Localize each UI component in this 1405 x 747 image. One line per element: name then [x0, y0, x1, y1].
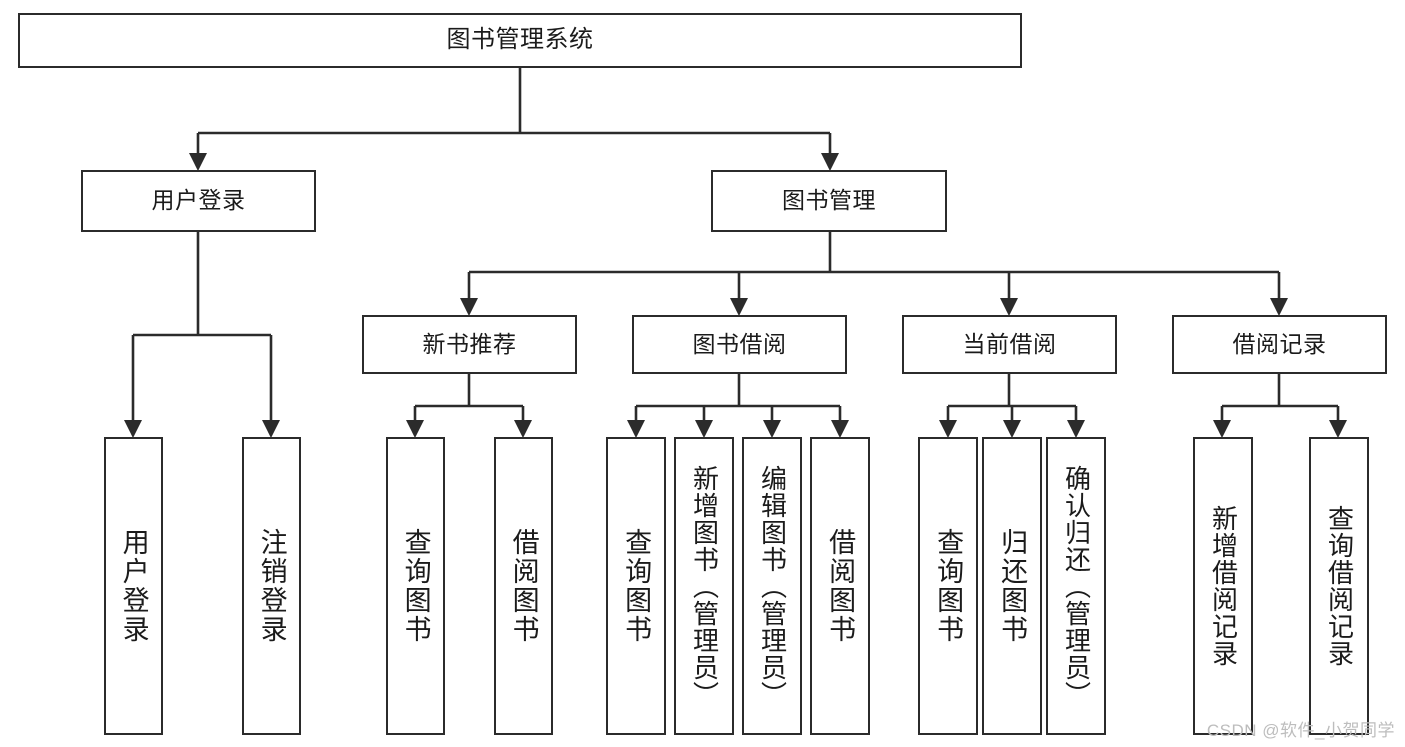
node-book-borrow-label: 图书借阅: [692, 330, 787, 357]
node-leaf-edit-book-label: 编辑图书（管理员）: [757, 464, 788, 708]
node-leaf-query-book-3[interactable]: 查询图书: [918, 437, 978, 735]
node-leaf-query-record-label: 查询借阅记录: [1324, 505, 1355, 667]
node-leaf-query-book-1[interactable]: 查询图书: [386, 437, 445, 735]
node-leaf-borrow-book-1[interactable]: 借阅图书: [494, 437, 553, 735]
node-root-label: 图书管理系统: [446, 26, 594, 54]
node-leaf-return-book[interactable]: 归还图书: [982, 437, 1042, 735]
node-current-borrow-label: 当前借阅: [962, 330, 1057, 357]
node-leaf-edit-book[interactable]: 编辑图书（管理员）: [742, 437, 802, 735]
node-new-book-recommend[interactable]: 新书推荐: [362, 315, 577, 374]
node-leaf-user-login-label: 用户登录: [118, 528, 149, 644]
node-book-manage[interactable]: 图书管理: [711, 170, 947, 232]
node-leaf-add-record[interactable]: 新增借阅记录: [1193, 437, 1253, 735]
node-borrow-record[interactable]: 借阅记录: [1172, 315, 1387, 374]
node-leaf-query-book-2-label: 查询图书: [621, 528, 652, 644]
node-root[interactable]: 图书管理系统: [18, 13, 1022, 68]
watermark-text: CSDN @软件_小贺同学: [1206, 721, 1395, 740]
node-user-login[interactable]: 用户登录: [81, 170, 316, 232]
node-leaf-borrow-book-2-label: 借阅图书: [825, 528, 856, 644]
node-leaf-add-record-label: 新增借阅记录: [1208, 505, 1239, 667]
node-leaf-confirm-return-label: 确认归还（管理员）: [1061, 464, 1092, 708]
node-leaf-query-book-3-label: 查询图书: [933, 528, 964, 644]
node-leaf-add-book-label: 新增图书（管理员）: [689, 464, 720, 708]
node-leaf-confirm-return[interactable]: 确认归还（管理员）: [1046, 437, 1106, 735]
node-leaf-return-book-label: 归还图书: [997, 528, 1028, 644]
node-leaf-user-login[interactable]: 用户登录: [104, 437, 163, 735]
node-current-borrow[interactable]: 当前借阅: [902, 315, 1117, 374]
node-leaf-add-book[interactable]: 新增图书（管理员）: [674, 437, 734, 735]
node-book-manage-label: 图书管理: [782, 187, 876, 214]
node-user-login-label: 用户登录: [151, 187, 246, 214]
node-leaf-query-book-1-label: 查询图书: [400, 528, 431, 644]
node-leaf-borrow-book-2[interactable]: 借阅图书: [810, 437, 870, 735]
node-new-book-recommend-label: 新书推荐: [422, 330, 517, 357]
node-leaf-query-book-2[interactable]: 查询图书: [606, 437, 666, 735]
node-leaf-user-logout-label: 注销登录: [256, 528, 287, 644]
node-leaf-borrow-book-1-label: 借阅图书: [508, 528, 539, 644]
node-book-borrow[interactable]: 图书借阅: [632, 315, 847, 374]
node-leaf-user-logout[interactable]: 注销登录: [242, 437, 301, 735]
node-leaf-query-record[interactable]: 查询借阅记录: [1309, 437, 1369, 735]
node-borrow-record-label: 借阅记录: [1232, 330, 1327, 357]
